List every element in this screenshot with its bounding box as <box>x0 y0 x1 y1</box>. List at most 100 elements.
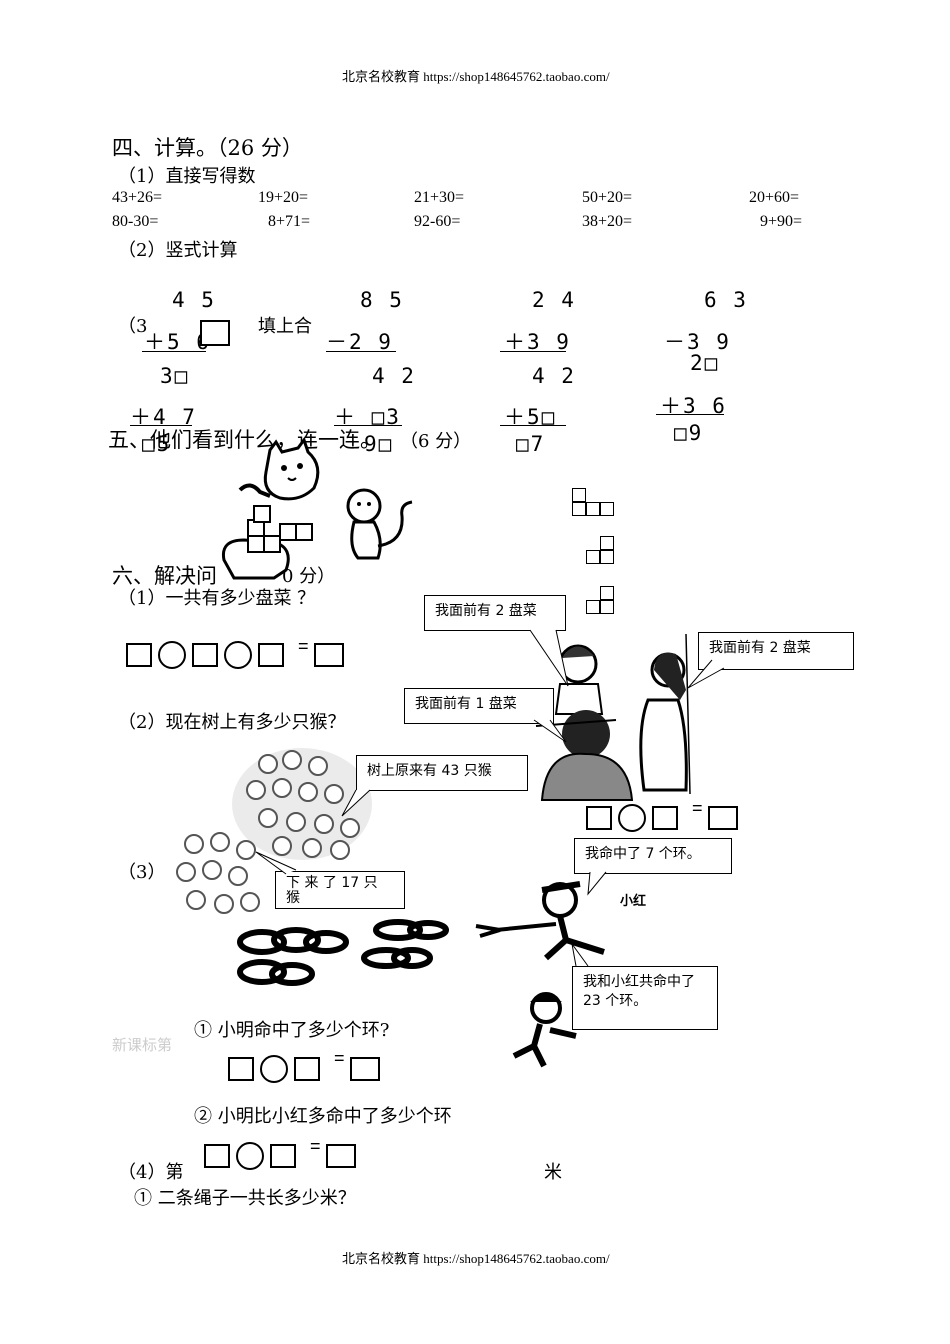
page-footer: 北京名校教育 https://shop148645762.taobao.com/ <box>342 1251 610 1266</box>
sec4-part3-label: （3 <box>118 316 148 337</box>
fill1-line <box>130 425 192 426</box>
rings-illustration <box>237 919 449 986</box>
cube-elephant-illustration <box>221 505 313 580</box>
fill4-op: ＋3 6 <box>660 394 727 418</box>
xiaohong-illustration <box>475 881 605 961</box>
q4-unit-tail: 米 <box>544 1162 562 1183</box>
q1-op-circle-2[interactable] <box>224 641 252 669</box>
q2-op-circle[interactable] <box>618 804 646 832</box>
fill3-top: 4 2 <box>532 364 576 388</box>
q3a-box-2[interactable] <box>294 1057 320 1081</box>
q3a-answer-box[interactable] <box>350 1057 380 1081</box>
bubble-3-tail <box>533 719 567 743</box>
q3b-box-2[interactable] <box>270 1144 296 1168</box>
q3b-equals: = <box>310 1136 321 1156</box>
q1-equals: = <box>298 636 309 656</box>
q3b-op-circle[interactable] <box>236 1142 264 1170</box>
speech-bubble-6: 我命中了 7 个环。 <box>574 838 732 874</box>
q3a-op-circle[interactable] <box>260 1055 288 1083</box>
q1-op-circle-1[interactable] <box>158 641 186 669</box>
q3-part2-text: ② 小明比小红多命中了多少个环 <box>194 1106 452 1127</box>
eq-r1-4: 50+20= <box>582 189 633 206</box>
q3a-equals: = <box>334 1048 345 1068</box>
q1-answer-box[interactable] <box>314 643 344 667</box>
vert3-top: 2 4 <box>532 288 576 312</box>
fill2-line <box>334 425 402 426</box>
fill1-res: □5 <box>142 432 172 456</box>
q3b-answer-box[interactable] <box>326 1144 356 1168</box>
eq-r2-4: 38+20= <box>582 213 633 230</box>
fill2-res: 9□ <box>364 432 394 456</box>
bubble-5-tail <box>255 851 297 875</box>
q1-box-3[interactable] <box>258 643 284 667</box>
xiaohong-label: 小红 <box>620 894 647 909</box>
speech-bubble-5: 下 来 了 17 只 猴 <box>275 871 405 909</box>
eq-r2-5: 9+90= <box>760 213 803 230</box>
monkeys-tree-illustration <box>232 748 372 860</box>
sec4-part1-title: （1）直接写得数 <box>118 166 256 187</box>
q2-answer-box[interactable] <box>708 806 738 830</box>
fill1-top: 3□ <box>160 364 190 388</box>
q1-box-1[interactable] <box>126 643 152 667</box>
cat-illustration <box>238 436 320 501</box>
xiaoming-illustration <box>512 992 577 1068</box>
speech-bubble-2: 我面前有 2 盘菜 <box>698 632 854 670</box>
bubble-6-tail <box>587 871 607 896</box>
vert1-line <box>142 351 206 352</box>
q1-box-2[interactable] <box>192 643 218 667</box>
eq-r2-1: 80-30= <box>112 213 159 230</box>
page-header: 北京名校教育 https://shop148645762.taobao.com/ <box>342 69 610 84</box>
vert3-op: ＋3 9 <box>504 330 571 354</box>
eq-r1-2: 19+20= <box>258 189 309 206</box>
eq-r2-2: 8+71= <box>268 213 311 230</box>
monkeys-down-illustration <box>176 832 260 914</box>
eq-r1-3: 21+30= <box>414 189 465 206</box>
section-6-title: 六、解决问 <box>112 564 217 588</box>
q3-label: （3） <box>118 862 166 883</box>
vert1-top: 4 5 <box>172 288 216 312</box>
speech-bubble-1: 我面前有 2 盘菜 <box>424 595 566 631</box>
fill4-res: □9 <box>674 421 704 445</box>
speech-bubble-3: 我面前有 1 盘菜 <box>404 688 554 724</box>
section-5-title: 五、他们看到什么，连一连。 <box>108 428 381 452</box>
vert2-op: －2 9 <box>326 330 393 354</box>
sec4-part2-title: （2）竖式计算 <box>118 240 238 261</box>
bubble-7-tail <box>571 943 589 967</box>
q3a-box-1[interactable] <box>228 1057 254 1081</box>
fill4-top: 2□ <box>690 351 720 375</box>
dining-illustration <box>535 633 691 801</box>
section-5-score: （6 分） <box>400 431 472 452</box>
vert2-top: 8 5 <box>360 288 404 312</box>
monkey-illustration <box>346 488 413 560</box>
vert4-top: 6 3 <box>704 288 748 312</box>
fill4-line <box>656 414 724 415</box>
eq-r2-3: 92-60= <box>414 213 461 230</box>
q2-box-2[interactable] <box>652 806 678 830</box>
q2-box-1[interactable] <box>586 806 612 830</box>
section-4-title: 四、计算。（26 分） <box>112 136 303 160</box>
bubble-2-tail <box>687 659 725 689</box>
q3b-box-1[interactable] <box>204 1144 230 1168</box>
bubble-1-tail <box>529 629 569 687</box>
bubble-4-tail <box>341 789 371 817</box>
fill3-line <box>500 425 566 426</box>
vert1-op: ＋5 6 <box>144 330 211 354</box>
speech-bubble-4: 树上原来有 43 只猴 <box>356 755 528 791</box>
eq-r1-1: 43+26= <box>112 189 163 206</box>
section-6-score: 0 分） <box>282 566 336 587</box>
answer-box[interactable] <box>200 320 230 346</box>
q2-text: （2）现在树上有多少只猴？ <box>118 712 346 733</box>
vert4-op: －3 9 <box>664 330 731 354</box>
watermark-text: 新课标第 <box>112 1036 173 1054</box>
vert3-line <box>500 351 566 352</box>
sec4-part3-title: 填上合 <box>258 316 312 337</box>
fill3-res: □7 <box>516 432 546 456</box>
q3-part1-text: ① 小明命中了多少个环? <box>194 1020 390 1041</box>
fill2-top: 4 2 <box>372 364 416 388</box>
eq-r1-5: 20+60= <box>749 189 800 206</box>
q1-text: （1）一共有多少盘菜 ？ <box>118 588 316 609</box>
vert2-line <box>326 351 396 352</box>
q4-label: （4）第 <box>118 1162 184 1183</box>
q4-part1-text: ① 二条绳子一共长多少米？ <box>134 1188 356 1209</box>
speech-bubble-7: 我和小红共命中了 23 个环。 <box>572 966 718 1030</box>
